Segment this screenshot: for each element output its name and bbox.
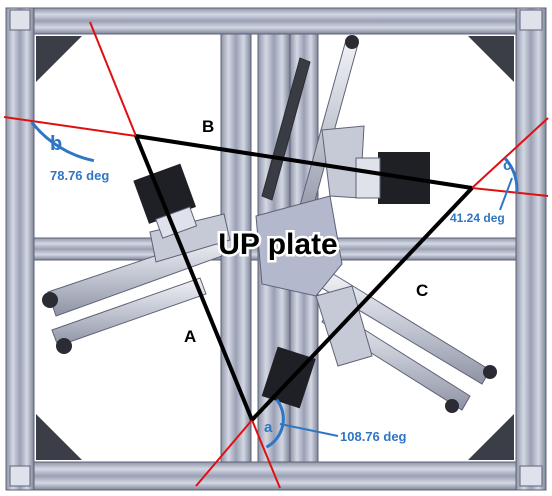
angle-arcs bbox=[30, 121, 519, 449]
side-label-b: B bbox=[202, 117, 214, 136]
red-line-a-1 bbox=[195, 419, 253, 487]
red-line-b-2 bbox=[3, 116, 137, 137]
leader-lines bbox=[279, 177, 513, 437]
triangle bbox=[134, 134, 474, 422]
red-line-c-1 bbox=[471, 117, 549, 189]
angle-value-b: 78.76 deg bbox=[50, 168, 109, 183]
motor-left bbox=[133, 163, 198, 239]
triangle-side-b bbox=[135, 134, 473, 190]
red-reference-lines bbox=[3, 21, 549, 489]
arc-b bbox=[30, 121, 95, 163]
leader-a bbox=[279, 423, 339, 437]
leader-c bbox=[499, 177, 513, 211]
red-line-a-2 bbox=[251, 419, 281, 489]
angle-value-c: 41.24 deg bbox=[450, 211, 505, 225]
arc-a bbox=[265, 398, 285, 449]
red-line-b-1 bbox=[89, 21, 137, 137]
red-line-c-2 bbox=[471, 187, 549, 197]
vertex-label-b: b bbox=[50, 133, 62, 155]
vertex-label-a: a bbox=[264, 419, 273, 436]
side-label-a: A bbox=[184, 327, 196, 346]
up-plate-body bbox=[149, 125, 373, 367]
vertex-label-c: c bbox=[503, 157, 511, 174]
triangle-side-c bbox=[250, 186, 474, 422]
angle-value-a: 108.76 deg bbox=[340, 429, 407, 444]
side-label-c: C bbox=[416, 281, 428, 300]
triangle-side-a bbox=[134, 135, 254, 421]
center-label: UP plate bbox=[218, 228, 338, 261]
arc-c bbox=[503, 157, 519, 193]
